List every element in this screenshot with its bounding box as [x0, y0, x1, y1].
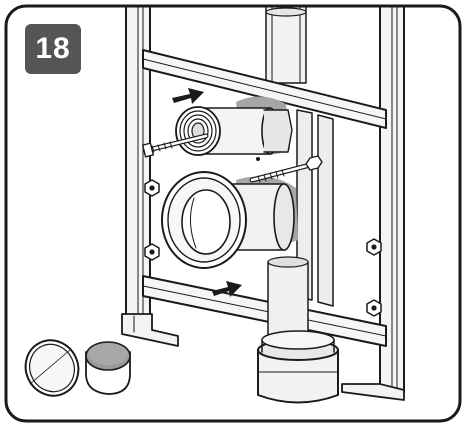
- step-number: 18: [35, 32, 71, 65]
- frame-upper-crossbar: [142, 49, 387, 129]
- bottom-outlet-pipe: [257, 256, 339, 404]
- frame-left-foot: [121, 313, 179, 347]
- threaded-coupling: [175, 106, 221, 156]
- mount-hole: [256, 157, 260, 161]
- panel-border: [4, 4, 462, 423]
- push-arrow-icon: [172, 88, 204, 104]
- top-drain-pipe: [265, 6, 307, 84]
- frame-lower-crossbar: [142, 275, 387, 347]
- frame-right-foot: [341, 383, 405, 401]
- upper-inlet-pipe: [205, 96, 293, 155]
- nut-icon: [144, 179, 382, 317]
- frame-left-upright: [125, 6, 151, 317]
- bolt-icon: [141, 133, 209, 158]
- step-number-badge: 18: [25, 24, 81, 74]
- sealing-cap: [24, 339, 131, 397]
- frame-right-upright: [379, 6, 405, 393]
- bolt-icon: [249, 155, 323, 183]
- pan-connector: [161, 171, 298, 269]
- push-arrow-icon: [212, 281, 242, 297]
